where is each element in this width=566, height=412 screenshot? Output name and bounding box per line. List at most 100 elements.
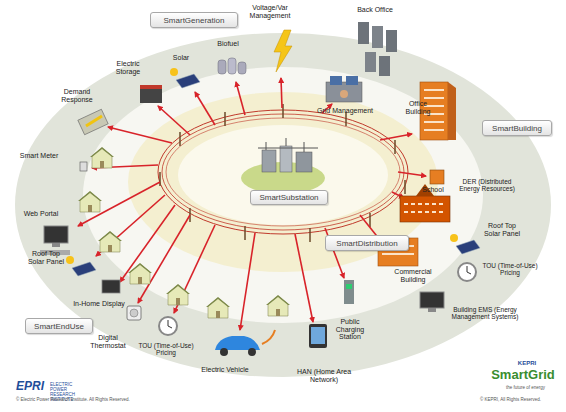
storage-top — [140, 85, 162, 89]
item-label: Roof Top Solar Panel — [24, 250, 68, 265]
flow-arrow — [240, 233, 255, 330]
utility-poles — [160, 104, 405, 242]
server-rack — [358, 22, 369, 44]
category-box: SmartEndUse — [25, 318, 93, 334]
transformer — [262, 150, 276, 172]
flow-arrow — [195, 92, 215, 125]
substation-bus — [258, 138, 318, 152]
server-rack — [365, 52, 376, 72]
brand-text: KEPRI — [512, 360, 542, 366]
monitor-stand — [52, 243, 60, 247]
biofuel-tank — [238, 62, 246, 74]
power-line — [162, 114, 404, 230]
category-title: SmartDistribution — [333, 239, 400, 248]
category-box: SmartGeneration — [150, 12, 238, 28]
item-label: Demand Response — [56, 88, 98, 103]
roof-solar-icon — [450, 234, 480, 254]
flow-arrows — [78, 78, 426, 330]
brand-text: © KEPRI, All Rights Reserved. — [480, 398, 560, 403]
clock-icon — [458, 263, 476, 281]
item-label: Electric Storage — [108, 60, 148, 75]
pole — [224, 112, 226, 126]
item-label: Smart Meter — [16, 152, 62, 160]
demand-response-icon — [78, 109, 108, 134]
flow-arrow — [281, 78, 282, 108]
pole — [345, 112, 347, 126]
house-icon — [90, 147, 114, 168]
house-icon — [128, 263, 152, 284]
thermostat-dial — [130, 309, 138, 317]
flow-arrow — [236, 82, 245, 115]
power-line — [158, 110, 408, 234]
item-label: Solar — [166, 54, 196, 62]
charging-cable — [262, 330, 275, 344]
wheel — [248, 348, 256, 356]
flow-arrow — [96, 195, 165, 256]
category-title: SmartGeneration — [161, 16, 228, 25]
ems-monitor — [420, 292, 444, 308]
category-box: SmartBuilding — [482, 120, 552, 136]
power-line — [166, 118, 400, 226]
biofuel-tank — [228, 58, 236, 74]
item-label: Office Building — [400, 100, 436, 115]
control-monitor — [346, 76, 358, 85]
inner-ring — [128, 92, 438, 272]
item-label: TOU (Time-of-Use) Pricing — [134, 342, 198, 356]
school-icon — [400, 196, 450, 222]
school-windows — [404, 204, 446, 212]
pole — [179, 132, 181, 146]
server-rack — [379, 56, 390, 76]
flow-arrow — [295, 234, 313, 322]
der-icon — [430, 170, 444, 184]
monitor-stand — [428, 308, 436, 312]
roof-solar-icon — [66, 256, 96, 276]
item-label: Back Office — [350, 6, 400, 14]
flow-arrow — [158, 106, 190, 135]
lightning-icon — [274, 30, 292, 72]
storage-icon — [140, 88, 162, 103]
demand-response-lever — [86, 116, 102, 126]
item-label: School — [418, 186, 448, 194]
item-label: In-Home Display — [68, 300, 130, 308]
pole — [394, 140, 396, 154]
item-label: Building EMS (Energy Management Systems) — [448, 306, 522, 320]
item-label: Web Portal — [18, 210, 64, 218]
smart-meter-icon — [80, 162, 87, 171]
house-icon — [206, 297, 230, 318]
wheel — [220, 348, 228, 356]
biofuel-tank — [218, 60, 226, 74]
clock-icon — [159, 317, 177, 335]
brand-text: SmartGrid — [488, 368, 558, 382]
switchgear — [296, 152, 312, 172]
category-title: SmartBuilding — [489, 124, 545, 133]
pole — [244, 226, 246, 240]
item-label: DER (Distributed Energy Resources) — [456, 178, 518, 192]
pole — [309, 228, 311, 242]
transformer — [280, 146, 292, 172]
item-label: Roof Top Solar Panel — [480, 222, 524, 237]
flow-arrow — [78, 182, 160, 226]
pole — [369, 213, 371, 227]
item-label: HAN (Home Area Network) — [294, 368, 354, 383]
flow-arrow — [398, 172, 426, 176]
item-label: Commercial Building — [388, 268, 438, 283]
in-home-display-icon — [102, 280, 120, 293]
operator — [340, 90, 348, 98]
category-box: SmartSubstation — [250, 190, 328, 205]
web-portal-monitor — [44, 226, 68, 243]
middle-ring — [83, 67, 483, 323]
item-label: Grid Management — [310, 107, 380, 115]
electric-vehicle-icon — [215, 336, 260, 350]
pole — [404, 180, 406, 194]
category-box: SmartDistribution — [325, 235, 409, 251]
item-label: Biofuel — [210, 40, 246, 48]
house-icon — [166, 284, 190, 305]
solar-icon — [170, 68, 200, 88]
item-label: Voltage/Var Management — [246, 4, 294, 19]
house-icon — [78, 191, 102, 212]
han-tablet — [309, 324, 327, 348]
charging-station-icon — [344, 280, 354, 304]
pole — [159, 172, 161, 186]
